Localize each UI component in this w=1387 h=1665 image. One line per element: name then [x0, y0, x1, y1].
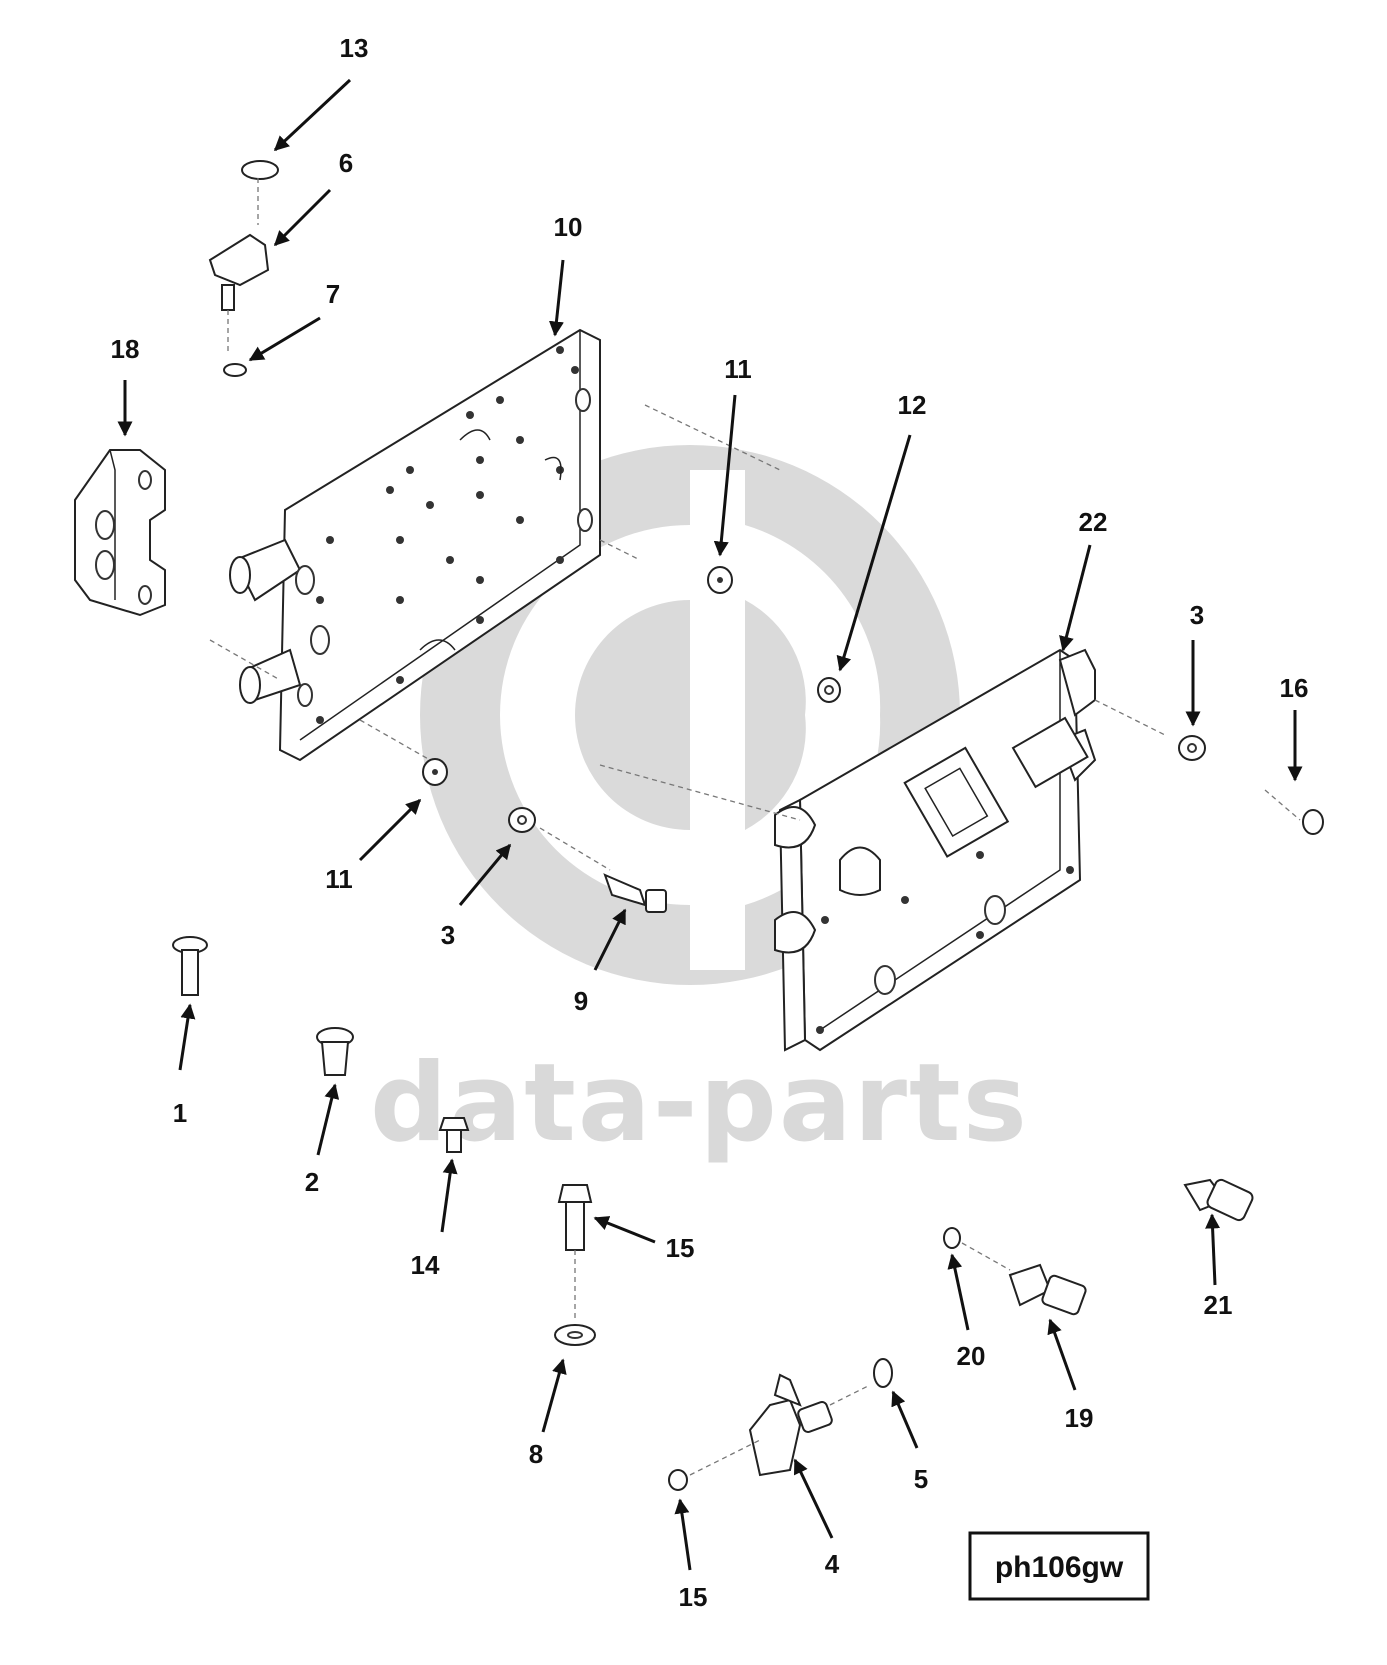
bolt-9 — [539, 827, 667, 913]
callout-3-right: 3 — [1190, 600, 1204, 630]
bolt-14 — [438, 1117, 470, 1153]
pressure-switch-19 — [961, 1242, 1087, 1316]
washer-3-left — [508, 807, 536, 833]
bolt-15-bottom — [668, 1469, 688, 1491]
callout-22: 22 — [1079, 507, 1108, 537]
reference-code: ph106gw — [995, 1551, 1124, 1584]
washer-3-right — [1178, 735, 1206, 761]
callout-14: 14 — [411, 1250, 440, 1280]
valve-plate-part — [209, 328, 781, 762]
callout-21: 21 — [1204, 1290, 1233, 1320]
watermark-text: data-parts — [370, 1041, 1029, 1166]
pin-2 — [316, 1027, 354, 1076]
callout-5: 5 — [914, 1464, 928, 1494]
washer-8 — [554, 1324, 596, 1346]
callout-3-left: 3 — [441, 920, 455, 950]
pressure-switch-21 — [1183, 1178, 1254, 1222]
callout-15-bottom: 15 — [679, 1582, 708, 1612]
callout-15-top: 15 — [666, 1233, 695, 1263]
callout-19: 19 — [1065, 1403, 1094, 1433]
spacer-11-bottom — [422, 758, 448, 786]
pin-1 — [172, 936, 208, 996]
callout-20: 20 — [957, 1341, 986, 1371]
speed-sensor-assembly — [208, 160, 279, 377]
callout-18: 18 — [111, 334, 140, 364]
callout-9: 9 — [574, 986, 588, 1016]
callout-2: 2 — [305, 1167, 319, 1197]
callout-12: 12 — [898, 390, 927, 420]
callout-16: 16 — [1280, 673, 1309, 703]
callout-arrows — [117, 78, 1303, 1571]
callout-11-bottom: 11 — [325, 864, 353, 894]
callout-13: 13 — [340, 33, 369, 63]
callout-labels: 13 6 10 7 18 11 12 22 3 16 11 3 9 1 2 14… — [111, 33, 1309, 1612]
callout-1: 1 — [173, 1098, 187, 1128]
callout-8: 8 — [529, 1439, 543, 1469]
speed-sensor-4 — [689, 1373, 871, 1477]
o-ring-5 — [873, 1358, 893, 1388]
callout-6: 6 — [339, 148, 353, 178]
plate-holes — [295, 346, 593, 724]
callout-4: 4 — [825, 1549, 840, 1579]
control-module-part — [599, 648, 1166, 1052]
spacer-11-top — [707, 566, 733, 594]
o-ring-20 — [943, 1227, 961, 1249]
callout-11-top: 11 — [724, 354, 752, 384]
reference-code-box: ph106gw — [968, 1531, 1150, 1601]
nut-16 — [1264, 789, 1324, 835]
callout-10: 10 — [554, 212, 583, 242]
bolt-15-top — [557, 1184, 593, 1320]
washer-12 — [817, 677, 841, 703]
adapter-block-part — [74, 449, 166, 617]
callout-7: 7 — [326, 279, 340, 309]
